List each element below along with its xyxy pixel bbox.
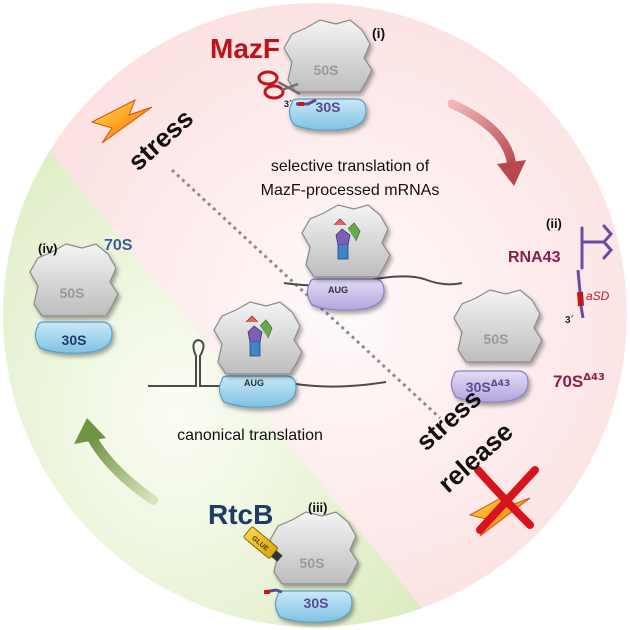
label-30s-iii: 30S <box>304 595 329 611</box>
label-asd: aSD <box>586 289 610 303</box>
label-mazf: MazF <box>210 33 280 64</box>
ribosome-70s: 50S 30S <box>30 244 118 353</box>
label-30s-i: 30S <box>316 99 341 115</box>
label-3prime-i: 3´ <box>284 99 292 109</box>
label-30s-delta43-sup: Δ43 <box>491 379 511 389</box>
trna-icon <box>245 315 273 357</box>
label-50s-iv: 50S <box>60 285 85 301</box>
rna43-structure <box>576 224 613 319</box>
label-step-ii: (ii) <box>546 216 562 231</box>
ribosome-canonical-translation: AUG <box>148 302 387 407</box>
label-step-iv: (iv) <box>38 241 58 256</box>
label-50s-i: 50S <box>314 62 339 78</box>
ribosome-70s-delta43: 50S 30SΔ43 <box>451 290 542 402</box>
label-70s: 70S <box>104 237 133 254</box>
label-rna43: RNA43 <box>508 249 561 266</box>
label-70s-delta43-base: 70S <box>553 372 583 391</box>
label-50s-iii: 50S <box>300 555 325 571</box>
arrow-stress-to-ii <box>447 99 526 186</box>
lightning-bolt-icon <box>90 98 153 144</box>
crossed-lightning-icon <box>468 466 539 537</box>
label-selective-line2: MazF-processed mRNAs <box>261 182 440 199</box>
label-step-i: (i) <box>372 25 385 41</box>
label-30s-delta43: 30SΔ43 <box>466 379 510 395</box>
label-70s-delta43: 70SΔ43 <box>553 372 605 391</box>
label-70s-delta43-sup: Δ43 <box>583 372 605 383</box>
ribosome-mazf: 50S 30S 3´ <box>257 20 372 130</box>
label-step-iii: (iii) <box>308 500 328 515</box>
label-canonical: canonical translation <box>177 427 323 444</box>
divider-line <box>170 168 442 420</box>
codon-aug-top: AUG <box>328 285 348 295</box>
ribosome-selective-translation: AUG <box>283 205 463 310</box>
label-3prime-ii: 3´ <box>565 315 574 326</box>
scissors-icon <box>257 70 301 100</box>
label-30s-delta43-base: 30S <box>466 379 491 395</box>
label-selective-line1: selective translation of <box>271 158 430 175</box>
trna-icon <box>333 218 361 260</box>
label-50s-ii: 50S <box>484 331 509 347</box>
arrow-iii-to-iv <box>74 418 158 505</box>
label-30s-iv: 30S <box>62 332 87 348</box>
codon-aug-canonical: AUG <box>244 378 264 388</box>
label-rtcb: RtcB <box>208 499 273 530</box>
mrna-hairpin <box>148 338 387 388</box>
